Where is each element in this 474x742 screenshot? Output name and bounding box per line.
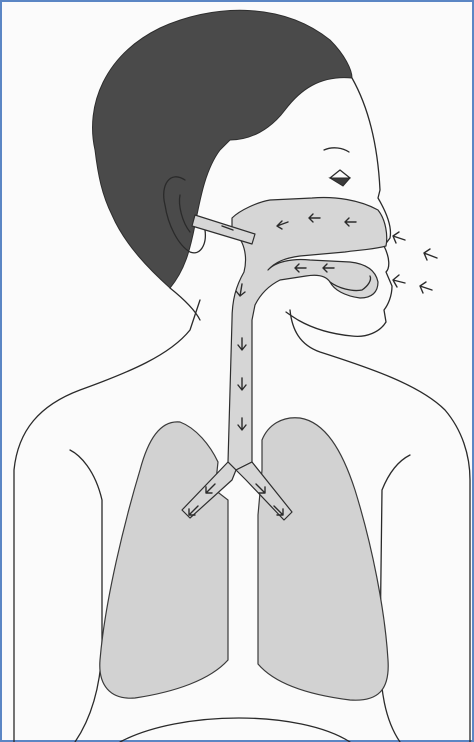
eye <box>324 148 350 186</box>
left-lung <box>100 422 228 698</box>
right-lung <box>258 418 388 700</box>
